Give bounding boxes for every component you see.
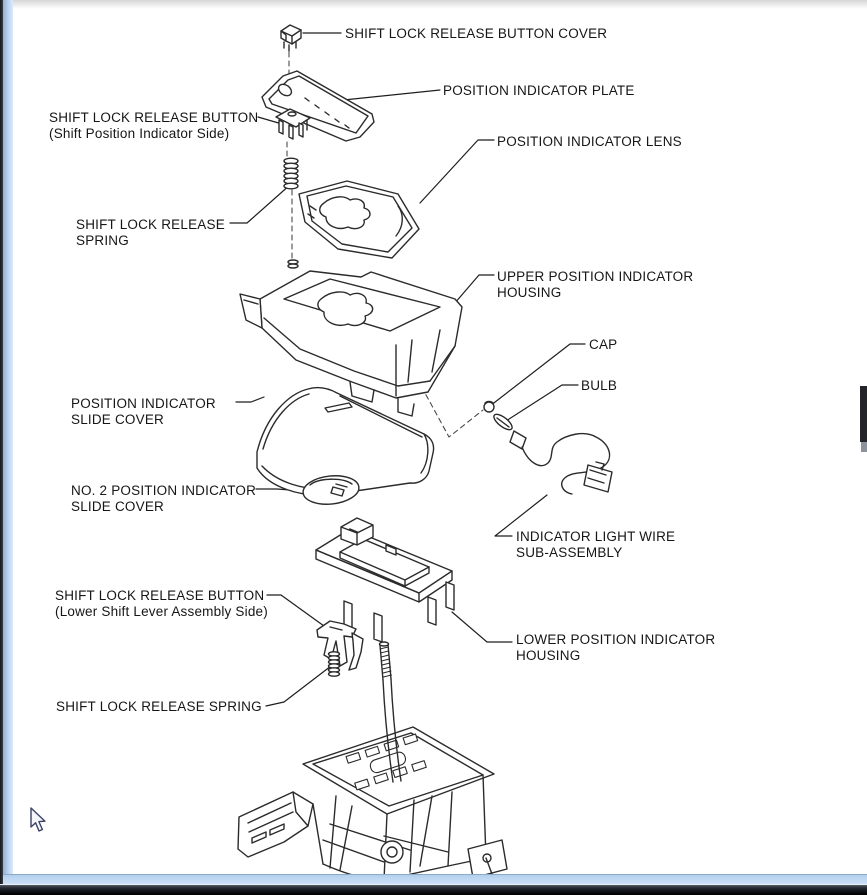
- exploded-diagram: [229, 24, 613, 875]
- label-text: UPPER POSITION INDICATOR: [497, 269, 694, 284]
- label-position-indicator-plate: POSITION INDICATOR PLATE: [443, 83, 635, 99]
- label-subtext: (Lower Shift Lever Assembly Side): [55, 604, 268, 619]
- label-text: NO. 2 POSITION INDICATOR: [71, 483, 257, 498]
- label-shift-lock-release-button-lower: SHIFT LOCK RELEASE BUTTON (Lower Shift L…: [55, 588, 268, 620]
- part-shift-lock-release-spring-lower-icon: [327, 651, 341, 677]
- part-position-indicator-slide-cover-icon: [256, 386, 435, 496]
- label-text: LOWER POSITION INDICATOR: [516, 632, 716, 647]
- label-no2-position-indicator-slide-cover: NO. 2 POSITION INDICATOR SLIDE COVER: [71, 483, 256, 515]
- label-text: SHIFT LOCK RELEASE SPRING: [56, 699, 262, 714]
- label-text: SLIDE COVER: [71, 412, 164, 427]
- label-shift-lock-release-spring-lower: SHIFT LOCK RELEASE SPRING: [56, 699, 262, 715]
- label-shift-lock-release-button-upper: SHIFT LOCK RELEASE BUTTON (Shift Positio…: [49, 110, 258, 142]
- label-text: SPRING: [76, 233, 129, 248]
- window-edge-artifact-2: [861, 442, 867, 452]
- label-upper-position-indicator-housing: UPPER POSITION INDICATOR HOUSING: [497, 269, 693, 301]
- part-upper-position-indicator-housing-icon: [239, 259, 463, 417]
- part-bulb-icon: [493, 413, 513, 431]
- part-cap-icon: [483, 400, 495, 413]
- part-shift-lock-release-button-cover-icon: [280, 24, 302, 52]
- part-shift-lock-release-button-lower-icon: [316, 620, 364, 671]
- label-text: SHIFT LOCK RELEASE BUTTON: [55, 588, 265, 603]
- label-text: SUB-ASSEMBLY: [516, 545, 623, 560]
- label-text: HOUSING: [497, 285, 562, 300]
- label-lower-position-indicator-housing: LOWER POSITION INDICATOR HOUSING: [516, 632, 715, 664]
- label-indicator-light-wire-sub-assembly: INDICATOR LIGHT WIRE SUB-ASSEMBLY: [516, 529, 675, 561]
- label-text: SHIFT LOCK RELEASE: [76, 217, 225, 232]
- label-text: BULB: [581, 378, 618, 393]
- part-shift-lever-assembly-icon: [237, 726, 508, 875]
- window-frame-divider: [0, 884, 867, 885]
- window-border-left: [0, 0, 3, 885]
- label-shift-lock-release-button-cover: SHIFT LOCK RELEASE BUTTON COVER: [345, 26, 607, 42]
- page-top-shade: [13, 0, 867, 9]
- window-frame-left: [3, 0, 13, 874]
- label-position-indicator-lens: POSITION INDICATOR LENS: [497, 134, 682, 150]
- label-bulb: BULB: [581, 378, 617, 394]
- label-subtext: (Shift Position Indicator Side): [49, 126, 230, 141]
- part-no2-position-indicator-slide-cover-icon: [302, 475, 360, 505]
- label-text: POSITION INDICATOR LENS: [497, 134, 682, 149]
- label-text: SHIFT LOCK RELEASE BUTTON COVER: [345, 26, 608, 41]
- part-indicator-light-wire-sub-assembly-icon: [509, 430, 613, 495]
- label-text: HOUSING: [516, 648, 581, 663]
- label-text: POSITION INDICATOR PLATE: [443, 83, 635, 98]
- mouse-cursor-icon: [30, 807, 46, 832]
- part-shift-lock-release-button-upper-icon: [275, 108, 311, 140]
- label-cap: CAP: [589, 337, 617, 353]
- part-shift-lever-rod-icon: [378, 641, 402, 783]
- window-edge-artifact: [860, 386, 867, 442]
- label-text: SLIDE COVER: [71, 499, 164, 514]
- label-text: SHIFT LOCK RELEASE BUTTON: [49, 110, 259, 125]
- part-shift-lock-release-spring-upper-icon: [283, 157, 299, 190]
- label-text: INDICATOR LIGHT WIRE: [516, 529, 676, 544]
- label-text: CAP: [589, 337, 618, 352]
- label-position-indicator-slide-cover: POSITION INDICATOR SLIDE COVER: [71, 396, 216, 428]
- label-text: POSITION INDICATOR: [71, 396, 216, 411]
- label-shift-lock-release-spring-upper: SHIFT LOCK RELEASE SPRING: [76, 217, 225, 249]
- window-frame-bottom: [3, 874, 867, 885]
- part-position-indicator-lens-icon: [298, 180, 420, 259]
- leader-lines: [229, 32, 586, 707]
- taskbar[interactable]: [0, 885, 867, 895]
